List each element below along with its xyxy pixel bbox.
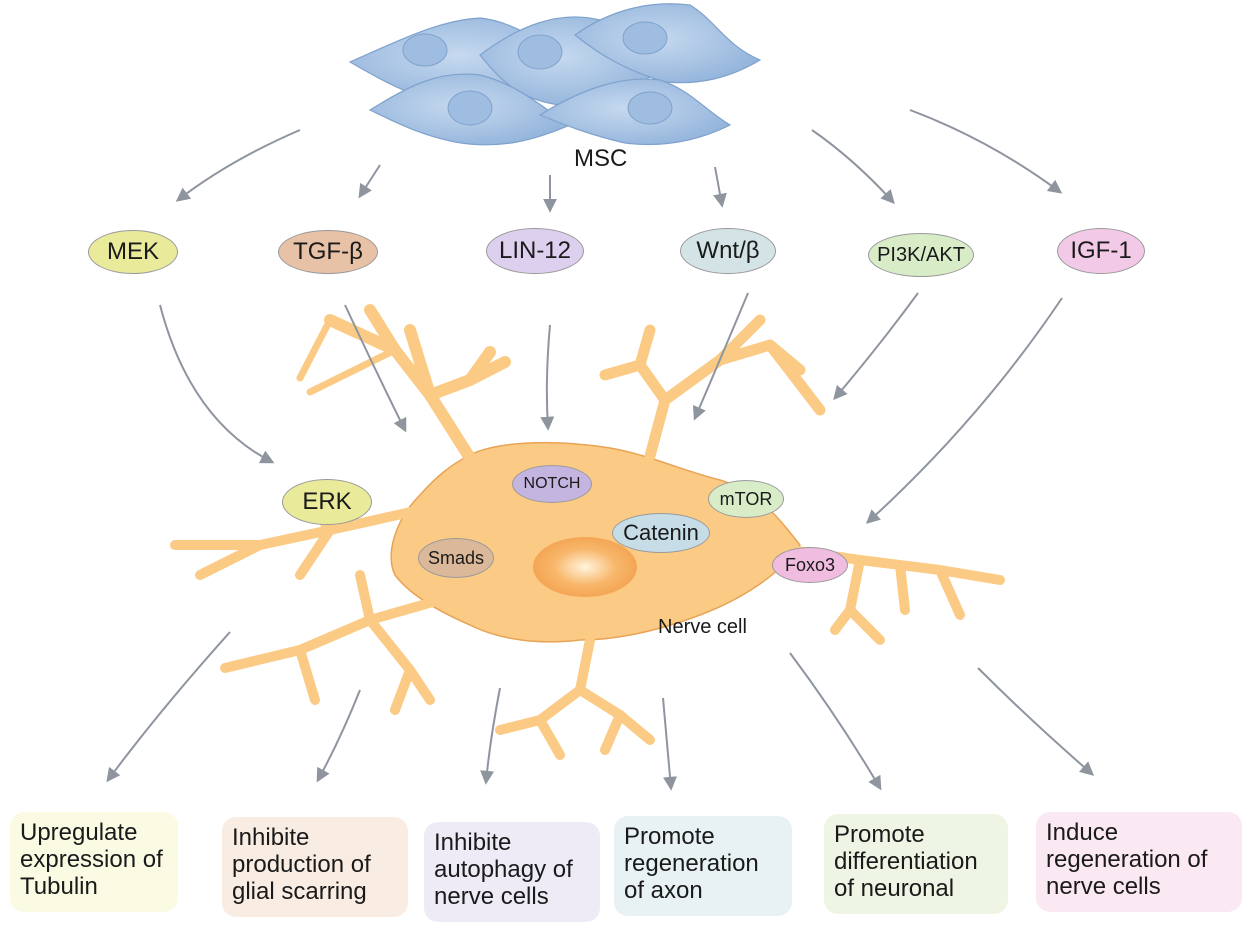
nerve-cell	[170, 304, 1005, 760]
outcome-line: Inhibite	[232, 824, 310, 851]
arrow	[480, 687, 501, 785]
nerve-cell-nucleus	[533, 537, 637, 597]
nerve-cell-label: Nerve cell	[658, 616, 747, 638]
outcome-line: glial scarring	[232, 877, 367, 905]
msc-label: MSC	[574, 145, 628, 172]
outcome-line: Induce	[1046, 819, 1119, 846]
msc-nucleus	[402, 33, 448, 67]
arrow	[106, 631, 231, 783]
outcome-line: regeneration	[624, 849, 759, 877]
outcome-line: autophagy of	[434, 855, 573, 883]
target-foxo3: Foxo3	[772, 547, 848, 583]
outcome-line: production of	[232, 850, 371, 878]
target-mtor: mTOR	[708, 480, 784, 518]
arrow	[316, 689, 361, 783]
arrow	[358, 164, 381, 199]
msc-cell	[574, 3, 762, 84]
pathway-igf-1: IGF-1	[1057, 228, 1145, 274]
outcome-line: Inhibite	[434, 829, 512, 856]
pathway-pi3k-akt: PI3K/AKT	[868, 233, 974, 277]
target-catenin: Catenin	[612, 513, 710, 553]
msc-cell-cluster	[348, 3, 762, 146]
outcome-line: Upregulate	[20, 819, 138, 846]
outcome-box: Upregulate expression of Tubulin	[10, 812, 178, 912]
msc-nucleus	[447, 90, 493, 126]
outcome-box: Promote regeneration of axon	[614, 816, 792, 916]
arrow	[909, 109, 1063, 194]
arrow	[833, 292, 919, 401]
arrow	[713, 166, 727, 208]
outcome-line: of neuronal	[834, 874, 955, 902]
outcome-line: Tubulin	[20, 872, 98, 900]
pathway-lin-12: LIN-12	[486, 228, 584, 274]
arrow	[540, 324, 555, 431]
outcome-line: nerve cells	[1046, 872, 1161, 900]
outcome-box: Promote differentiation of neuronal	[824, 814, 1008, 914]
outcome-line: regeneration of	[1046, 845, 1208, 873]
arrow	[344, 304, 407, 433]
target-erk: ERK	[282, 479, 372, 525]
msc-nucleus	[517, 34, 563, 70]
outcome-line: expression of	[20, 845, 163, 873]
arrows-pathways-to-targets	[159, 292, 1063, 524]
arrow	[159, 304, 275, 464]
arrow	[865, 297, 1063, 524]
pathway-tgf-beta: TGF-β	[278, 230, 378, 274]
arrow	[175, 129, 301, 202]
arrow	[662, 697, 677, 791]
outcome-line: nerve cells	[434, 882, 549, 910]
msc-nucleus	[622, 21, 668, 55]
arrows-cell-to-outcomes	[106, 631, 1095, 791]
target-smads: Smads	[418, 538, 494, 578]
arrow	[789, 652, 882, 791]
target-notch: NOTCH	[512, 465, 592, 503]
pathway-wnt-beta: Wnt/β	[680, 228, 776, 274]
msc-nucleus	[627, 91, 673, 125]
arrow	[977, 667, 1095, 776]
outcome-line: Promote	[624, 823, 715, 850]
arrow	[811, 129, 895, 205]
arrow	[693, 292, 749, 421]
pathway-mek: MEK	[88, 230, 178, 274]
outcome-line: Promote	[834, 821, 925, 848]
outcome-box: Inhibite autophagy of nerve cells	[424, 822, 600, 922]
outcome-line: of axon	[624, 876, 703, 904]
arrows-msc-to-pathways	[175, 109, 1063, 213]
outcome-box: Inhibite production of glial scarring	[222, 817, 408, 917]
outcome-line: differentiation	[834, 847, 978, 875]
outcome-box: Induce regeneration of nerve cells	[1036, 812, 1242, 912]
